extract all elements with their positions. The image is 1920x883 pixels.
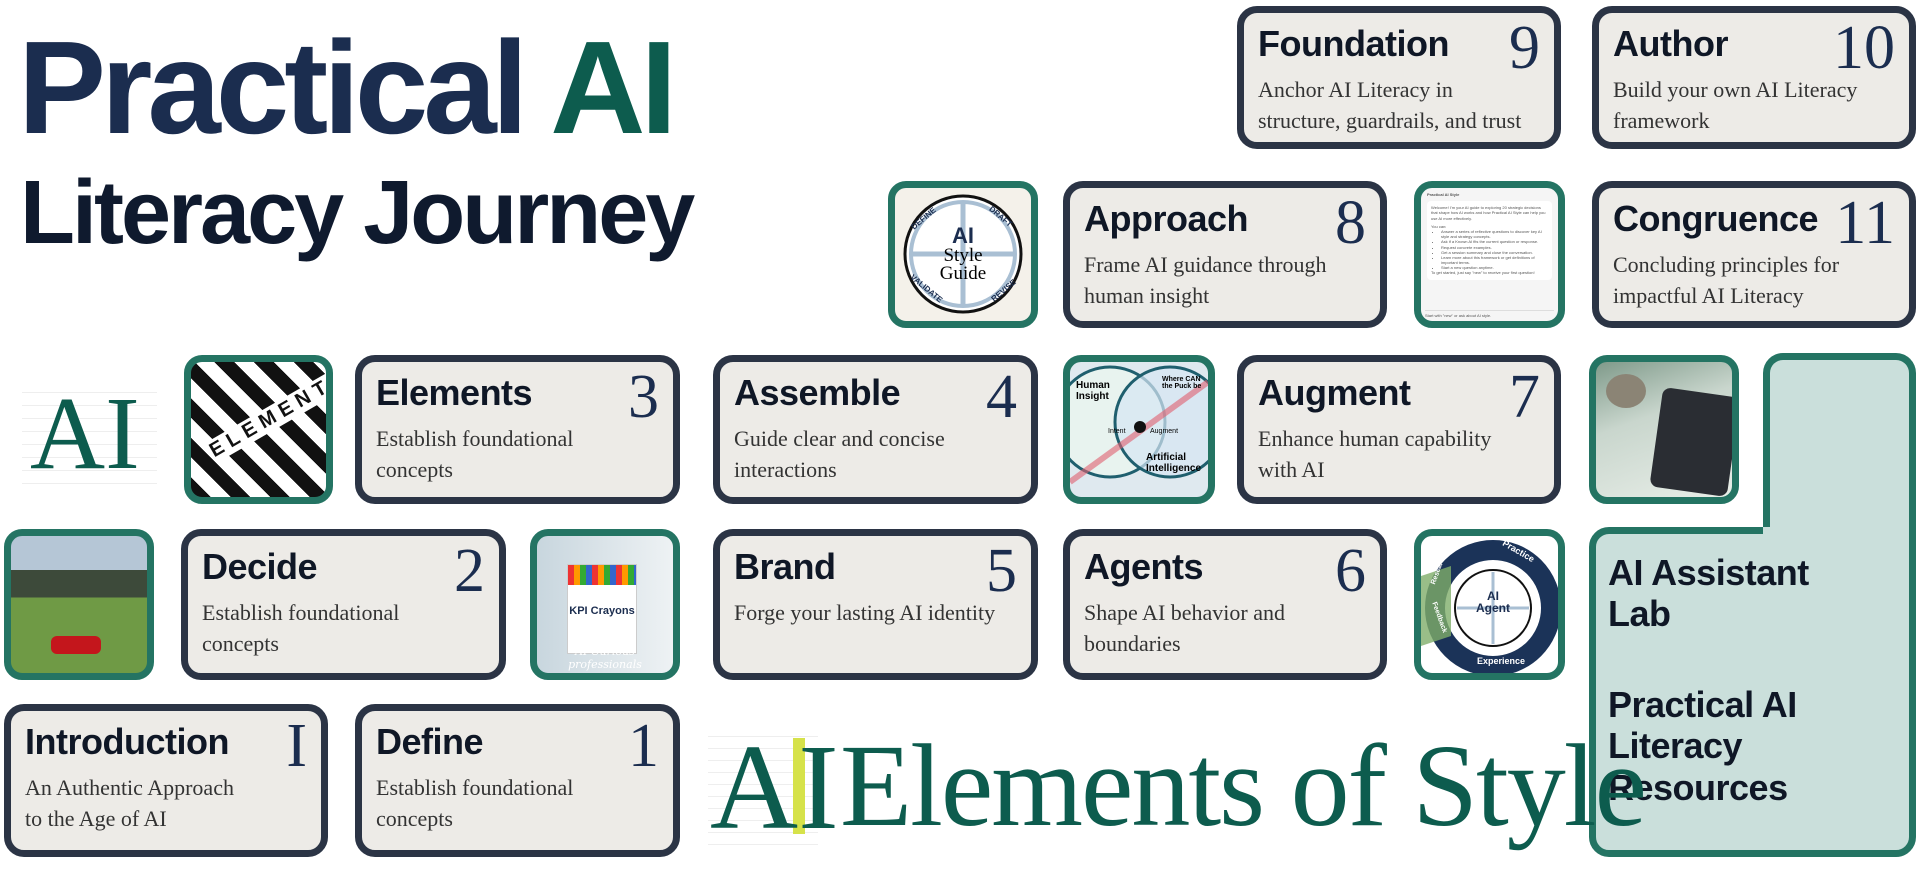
chat-item: Get a session summary and close the conv… <box>1441 250 1548 255</box>
chat-intro: Welcome! I'm your AI guide to exploring … <box>1431 205 1546 221</box>
kpi-caption: AI-Curious professionals <box>568 645 642 671</box>
card-number: 8 <box>1335 189 1366 257</box>
card-number: 5 <box>986 537 1017 605</box>
venn-diagram-icon <box>1070 365 1208 485</box>
card-desc: Anchor AI Literacy in structure, guardra… <box>1258 76 1522 133</box>
chat-outro: To get started, just say "new" to receiv… <box>1431 270 1535 276</box>
card-number: 7 <box>1509 363 1540 431</box>
chat-item: Learn more about this framework or get d… <box>1441 255 1548 265</box>
card-title: Introduction <box>25 721 229 762</box>
page-subtitle: Literacy Journey <box>20 163 695 263</box>
agent-center-label: AI Agent <box>1476 589 1510 615</box>
card-desc: Build your own AI Literacy framework <box>1613 76 1858 133</box>
insight-human-label: Human Insight <box>1076 380 1110 402</box>
card-number: 6 <box>1335 537 1366 605</box>
card-desc: Establish foundational concepts <box>202 599 400 656</box>
card-title: Define <box>376 721 484 762</box>
chat-item: Start a new question anytime. <box>1441 265 1548 270</box>
desk-tablet-image[interactable] <box>1589 355 1739 504</box>
card-desc: Establish foundational concepts <box>376 425 574 482</box>
elements-of-style-logo: AI Elements of Style <box>708 720 1647 855</box>
card-number: 11 <box>1835 189 1895 257</box>
card-title: Approach <box>1084 198 1249 239</box>
card-title: Augment <box>1258 372 1411 413</box>
card-title: Elements <box>376 372 533 413</box>
chat-assistant-image[interactable]: Practical AI Style Welcome! I'm your AI … <box>1414 181 1565 328</box>
crossword-text: ELEMENTS <box>205 364 326 463</box>
card-title: Congruence <box>1613 198 1819 239</box>
card-desc: Frame AI guidance through human insight <box>1084 251 1327 308</box>
card-number: 3 <box>628 363 659 431</box>
insight-ai-label: Artificial Intelligence <box>1146 452 1202 474</box>
card-introduction[interactable]: Introduction I An Authentic Approach to th… <box>4 704 328 857</box>
card-desc: An Authentic Approach to the Age of AI <box>25 774 234 831</box>
badge-ai: AI <box>952 223 974 248</box>
card-desc: Establish foundational concepts <box>376 774 574 831</box>
insight-augment: Augment <box>1150 428 1179 435</box>
agent-cycle-icon <box>1421 540 1558 673</box>
card-number: I <box>286 712 307 780</box>
card-desc: Forge your lasting AI identity <box>734 599 996 625</box>
card-title: Assemble <box>734 372 901 413</box>
chat-item: Request concrete examples. <box>1441 245 1548 250</box>
chat-item: Ask if a Known AI fits the current quest… <box>1441 239 1548 244</box>
card-title: Foundation <box>1258 23 1449 64</box>
card-title: Author <box>1613 23 1728 64</box>
style-guide-badge-icon <box>903 194 1023 314</box>
literacy-resources-link[interactable]: Practical AI Literacy Resources <box>1608 684 1797 808</box>
card-title: Decide <box>202 546 318 587</box>
card-title: Brand <box>734 546 836 587</box>
card-number: 10 <box>1833 14 1895 82</box>
card-number: 2 <box>454 537 485 605</box>
card-title: Agents <box>1084 546 1204 587</box>
card-number: 4 <box>986 363 1017 431</box>
badge-style: Style <box>943 244 983 266</box>
kpi-label: KPI Crayons <box>569 605 635 617</box>
chat-item: Answer a series of reflective questions … <box>1441 229 1548 239</box>
lab-panel-top[interactable] <box>1763 353 1916 543</box>
card-desc: Concluding principles for impactful AI L… <box>1613 251 1840 308</box>
card-desc: Shape AI behavior and boundaries <box>1084 599 1285 656</box>
human-insight-image[interactable]: Human Insight Artificial Intelligence In… <box>1063 355 1215 504</box>
crossword-image[interactable]: ELEMENTS <box>184 355 333 504</box>
card-number: 1 <box>628 712 659 780</box>
insight-where: Where CAN the Puck be <box>1162 376 1202 390</box>
chat-you-can: You can: <box>1431 223 1447 229</box>
page-title: Practical AI <box>18 14 677 161</box>
ai-logo-small: AI <box>22 376 157 491</box>
card-number: 9 <box>1509 14 1540 82</box>
card-desc: Enhance human capability with AI <box>1258 425 1492 482</box>
chat-input: Start with "new" or ask about AI style. <box>1425 309 1554 318</box>
ai-assistant-lab-link[interactable]: AI Assistant Lab <box>1608 552 1809 635</box>
racing-car-image[interactable] <box>4 529 154 680</box>
style-guide-image[interactable]: AI Style Guide DEFINE DRAFT VALIDATE REV… <box>888 181 1038 328</box>
agent-experience: Experience <box>1477 656 1526 666</box>
insight-intent: Intent <box>1108 428 1126 435</box>
chat-name: Practical AI Style <box>1427 192 1460 197</box>
badge-guide: Guide <box>939 262 987 284</box>
card-desc: Guide clear and concise interactions <box>734 425 945 482</box>
kpi-crayons-image[interactable]: KPI Crayons AI-Curious professionals <box>530 529 680 680</box>
lab-panel[interactable] <box>1589 527 1916 857</box>
ai-agent-image[interactable]: AI Agent Practice Experience Feedback Re… <box>1414 529 1565 680</box>
